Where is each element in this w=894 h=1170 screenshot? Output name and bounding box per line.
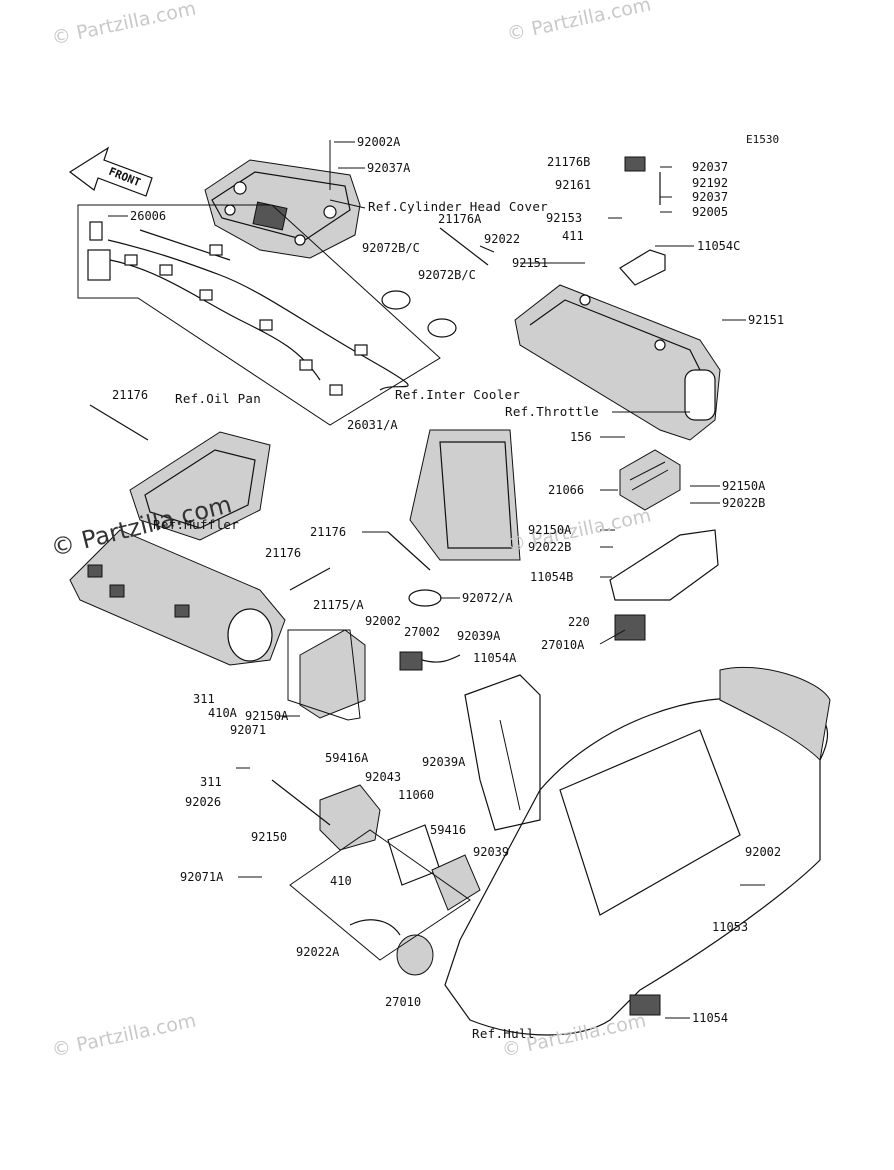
cylinder-head-cover <box>204 140 361 259</box>
part-label[interactable]: 92150A <box>528 523 572 537</box>
part-label[interactable]: 21175/A <box>313 598 364 612</box>
part-label[interactable]: 21176 <box>265 546 302 560</box>
part-label[interactable]: 220 <box>568 615 590 629</box>
part-label[interactable]: 92037 <box>692 190 729 204</box>
part-label[interactable]: 59416A <box>325 751 369 765</box>
hose-clamp-1 <box>381 290 411 310</box>
sensor-21176b <box>624 156 646 172</box>
part-label[interactable]: 92005 <box>692 205 729 219</box>
part-label[interactable]: 26031/A <box>347 418 398 432</box>
ref-label[interactable]: Ref.Inter Cooler <box>395 387 521 402</box>
part-label[interactable]: 92037 <box>692 160 729 174</box>
diagram-code: E1530 <box>746 133 780 146</box>
part-label[interactable]: 92153 <box>546 211 583 225</box>
part-label[interactable]: 92192 <box>692 176 729 190</box>
part-label[interactable]: 92151 <box>748 313 785 327</box>
oil-pan <box>129 431 271 541</box>
part-label[interactable]: 92022 <box>484 232 521 246</box>
part-label[interactable]: 92150A <box>245 709 289 723</box>
part-label[interactable]: 92022B <box>722 496 766 510</box>
part-label[interactable]: 92071A <box>180 870 224 884</box>
part-label[interactable]: 92039A <box>457 629 501 643</box>
part-label[interactable]: 92071 <box>230 723 267 737</box>
part-label[interactable]: 92002 <box>745 845 782 859</box>
part-label[interactable]: 92151 <box>512 256 549 270</box>
inter-cooler <box>409 429 521 561</box>
part-label[interactable]: 92072/A <box>462 591 513 605</box>
wiring-harness <box>87 221 409 396</box>
part-label[interactable]: 21176B <box>547 155 591 169</box>
part-label[interactable]: 411 <box>562 229 584 243</box>
hull <box>444 666 831 1036</box>
part-label[interactable]: 11060 <box>398 788 435 802</box>
part-label[interactable]: 92022A <box>296 945 340 959</box>
part-label[interactable]: 92161 <box>555 178 592 192</box>
ref-label[interactable]: Ref.Cylinder Head Cover <box>368 199 548 214</box>
part-label[interactable]: 11054 <box>692 1011 729 1025</box>
part-label[interactable]: 92026 <box>185 795 222 809</box>
part-label[interactable]: 92039A <box>422 755 466 769</box>
part-label[interactable]: 26006 <box>130 209 167 223</box>
part-label[interactable]: 311 <box>200 775 222 789</box>
part-label[interactable]: 21176 <box>112 388 149 402</box>
part-label[interactable]: 21066 <box>548 483 585 497</box>
ref-label[interactable]: Ref.Oil Pan <box>175 391 262 406</box>
ref-label[interactable]: Ref.Throttle <box>505 404 599 419</box>
part-label[interactable]: 92072B/C <box>362 241 420 255</box>
bracket-11054a <box>464 674 541 831</box>
ref-label[interactable]: Ref.Hull <box>472 1026 535 1041</box>
sensor-59416a <box>319 784 381 851</box>
regulator-21066 <box>619 449 681 511</box>
part-label[interactable]: 410 <box>330 874 352 888</box>
part-label[interactable]: 92039 <box>473 845 510 859</box>
part-label[interactable]: 92043 <box>365 770 402 784</box>
part-label[interactable]: 156 <box>570 430 592 444</box>
part-label[interactable]: 11054C <box>697 239 741 253</box>
part-label[interactable]: 21176 <box>310 525 347 539</box>
sensor-59416 <box>431 854 481 911</box>
part-label[interactable]: 11054B <box>530 570 574 584</box>
part-label[interactable]: 27010 <box>385 995 422 1009</box>
part-label[interactable]: 92002A <box>357 135 401 149</box>
part-label[interactable]: 92022B <box>528 540 572 554</box>
ref-label[interactable]: Ref.Muffler <box>153 517 240 532</box>
part-label[interactable]: 410A <box>208 706 237 720</box>
relay-27010a <box>614 614 646 641</box>
part-label[interactable]: 21176A <box>438 212 482 226</box>
part-label[interactable]: 311 <box>193 692 215 706</box>
hose-clamp-2 <box>427 318 457 338</box>
intake-manifold <box>514 284 721 441</box>
sensor-27010 <box>349 919 434 976</box>
part-label[interactable]: 59416 <box>430 823 467 837</box>
part-label[interactable]: 92150A <box>722 479 766 493</box>
part-label[interactable]: 11053 <box>712 920 749 934</box>
muffler <box>69 529 286 666</box>
part-label[interactable]: 92072B/C <box>418 268 476 282</box>
part-label[interactable]: 27002 <box>404 625 441 639</box>
part-label[interactable]: 92037A <box>367 161 411 175</box>
part-label[interactable]: 92150 <box>251 830 288 844</box>
part-label[interactable]: 92002 <box>365 614 402 628</box>
part-label[interactable]: 11054A <box>473 651 517 665</box>
part-label[interactable]: 27010A <box>541 638 585 652</box>
front-arrow-icon: FRONT <box>68 146 153 197</box>
bracket-11054b <box>609 529 719 601</box>
